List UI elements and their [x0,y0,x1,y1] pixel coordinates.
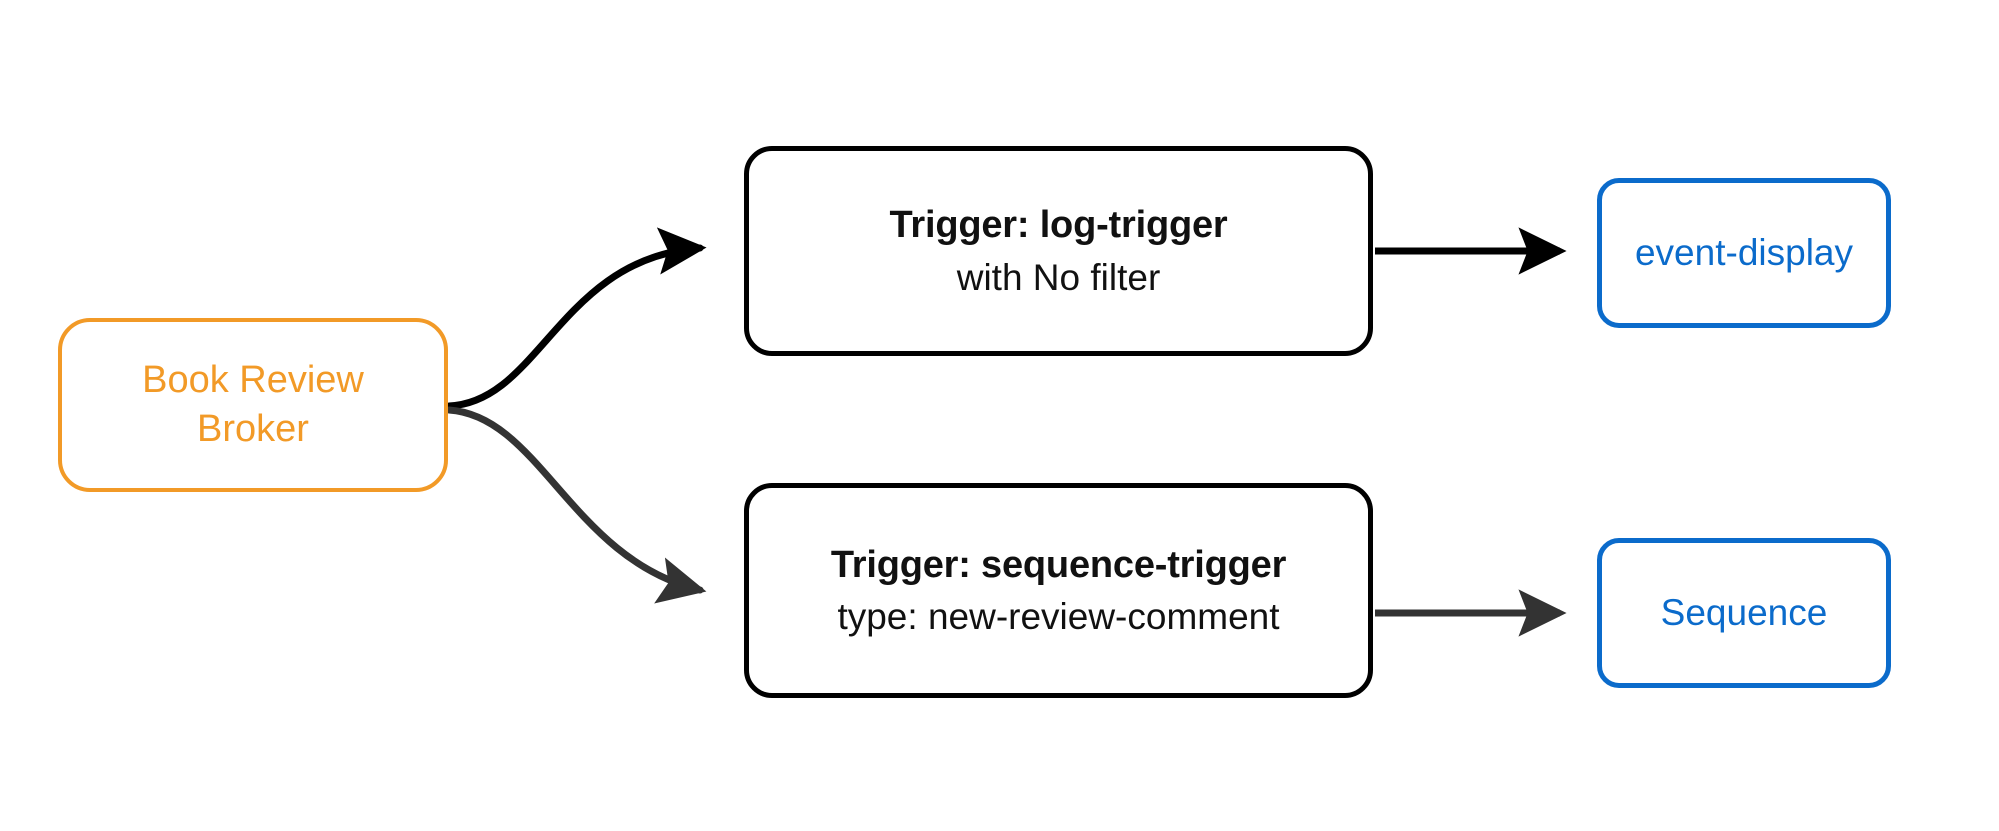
edge-broker-to-sequence-trigger [445,406,707,604]
trigger-sequence-title: Trigger: sequence-trigger [830,543,1287,586]
broker-label-line-2: Broker [197,408,309,450]
sequence-label: Sequence [1660,592,1828,634]
node-sequence[interactable]: Sequence [1597,538,1891,688]
trigger-log-title: Trigger: log-trigger [889,204,1228,246]
node-trigger-log-trigger[interactable]: Trigger: log-trigger with No filter [744,146,1373,356]
trigger-sequence-subtitle: type: new-review-comment [837,596,1280,638]
broker-label-line-1: Book Review [142,359,364,402]
edge-broker-to-log-trigger [445,227,707,410]
node-book-review-broker[interactable]: Book Review Broker [58,318,448,492]
trigger-log-subtitle: with No filter [956,256,1161,298]
event-display-label: event-display [1634,232,1853,274]
node-trigger-sequence-trigger[interactable]: Trigger: sequence-trigger type: new-revi… [744,483,1373,698]
node-event-display[interactable]: event-display [1597,178,1891,328]
